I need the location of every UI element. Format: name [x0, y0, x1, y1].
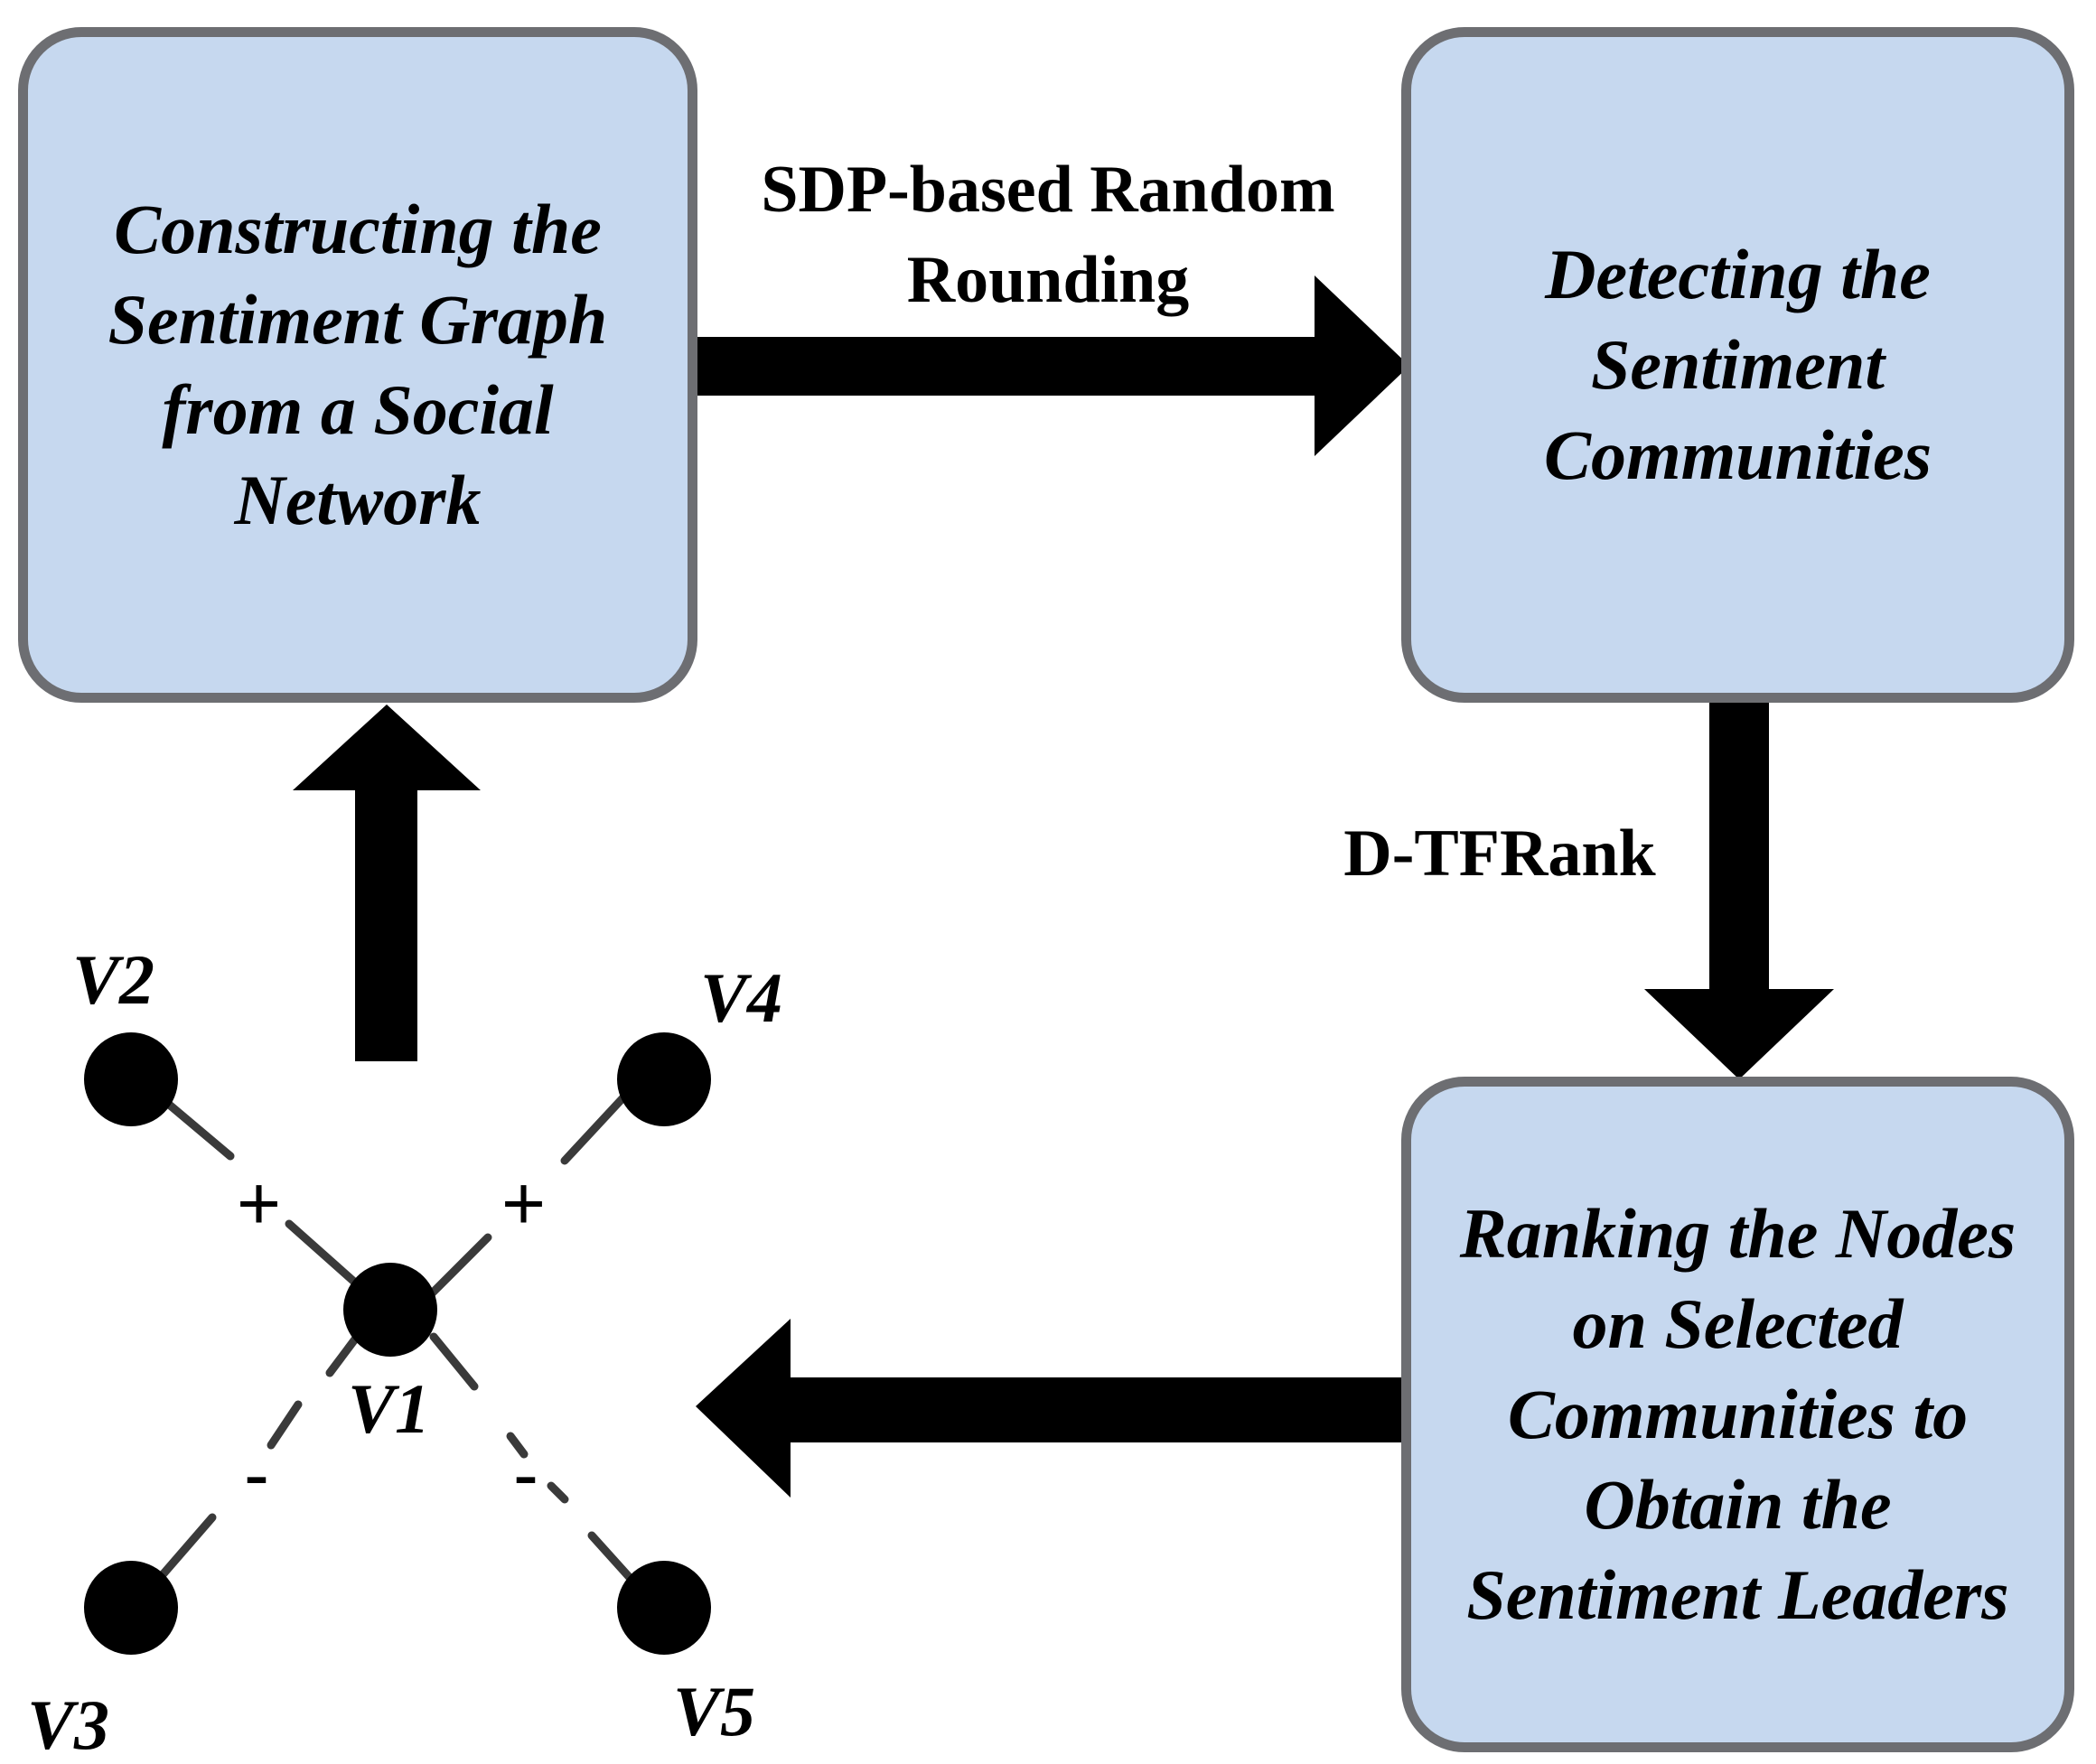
- edge-v1-v4-seg1: [560, 1093, 628, 1165]
- arrow-detect-to-rank: [1644, 700, 1834, 1079]
- edge-v1-v5-seg2: [506, 1432, 529, 1459]
- box-line: Obtain the: [1584, 1465, 1892, 1544]
- arrow-construct-to-detect: [691, 275, 1409, 456]
- edge-label-sdp-rounding: SDP-based Random Rounding: [705, 145, 1391, 325]
- box-line: Constructing the: [114, 190, 602, 268]
- node-label-v1: V1: [348, 1369, 431, 1448]
- box-line: Communities: [1543, 415, 1932, 494]
- node-v4: [617, 1032, 711, 1126]
- edge-label-line: SDP-based Random: [761, 153, 1335, 227]
- edge-v1-v5-seg3: [547, 1481, 569, 1504]
- sign-v1-v2: +: [237, 1161, 282, 1246]
- box-line: Ranking the Nodes: [1459, 1194, 2016, 1273]
- sign-v1-v5: -: [513, 1432, 538, 1517]
- edge-label-dtfrank: D-TFRank: [1343, 817, 1656, 891]
- box-ranking-nodes: Ranking the Nodes on Selected Communitie…: [1401, 1077, 2074, 1752]
- arrow-graph-to-construct: [293, 705, 481, 1061]
- edge-v1-v5-seg4: [587, 1531, 637, 1585]
- node-v1: [343, 1263, 437, 1357]
- box-line: Network: [234, 461, 482, 539]
- node-label-v3: V3: [27, 1685, 110, 1764]
- node-label-v5: V5: [673, 1672, 756, 1750]
- node-label-v2: V2: [72, 940, 155, 1019]
- box-line: Communities to: [1507, 1375, 1969, 1453]
- node-v3: [84, 1561, 178, 1655]
- node-v2: [84, 1032, 178, 1126]
- box-detecting-sentiment-communities: Detecting the Sentiment Communities: [1401, 27, 2074, 703]
- edge-v1-v5-seg1: [429, 1332, 479, 1391]
- box-line: Detecting the: [1545, 235, 1931, 313]
- edge-v1-v3-seg1: [325, 1332, 361, 1377]
- node-v5: [617, 1561, 711, 1655]
- edge-v1-v3-seg2: [267, 1400, 303, 1450]
- box-constructing-sentiment-graph: Constructing the Sentiment Graph from a …: [18, 27, 697, 703]
- sign-v1-v4: +: [501, 1161, 547, 1246]
- node-label-v4: V4: [700, 958, 783, 1037]
- box-line: Sentiment Graph: [108, 280, 608, 359]
- box-line: Sentiment: [1590, 325, 1885, 404]
- arrow-rank-to-graph-body: [696, 1319, 1409, 1498]
- sign-v1-v3: -: [244, 1432, 269, 1517]
- box-line: on Selected: [1572, 1284, 1904, 1363]
- box-line: from a Social: [162, 370, 554, 449]
- edge-label-line: Rounding: [906, 243, 1190, 317]
- box-line: Sentiment Leaders: [1466, 1555, 2009, 1634]
